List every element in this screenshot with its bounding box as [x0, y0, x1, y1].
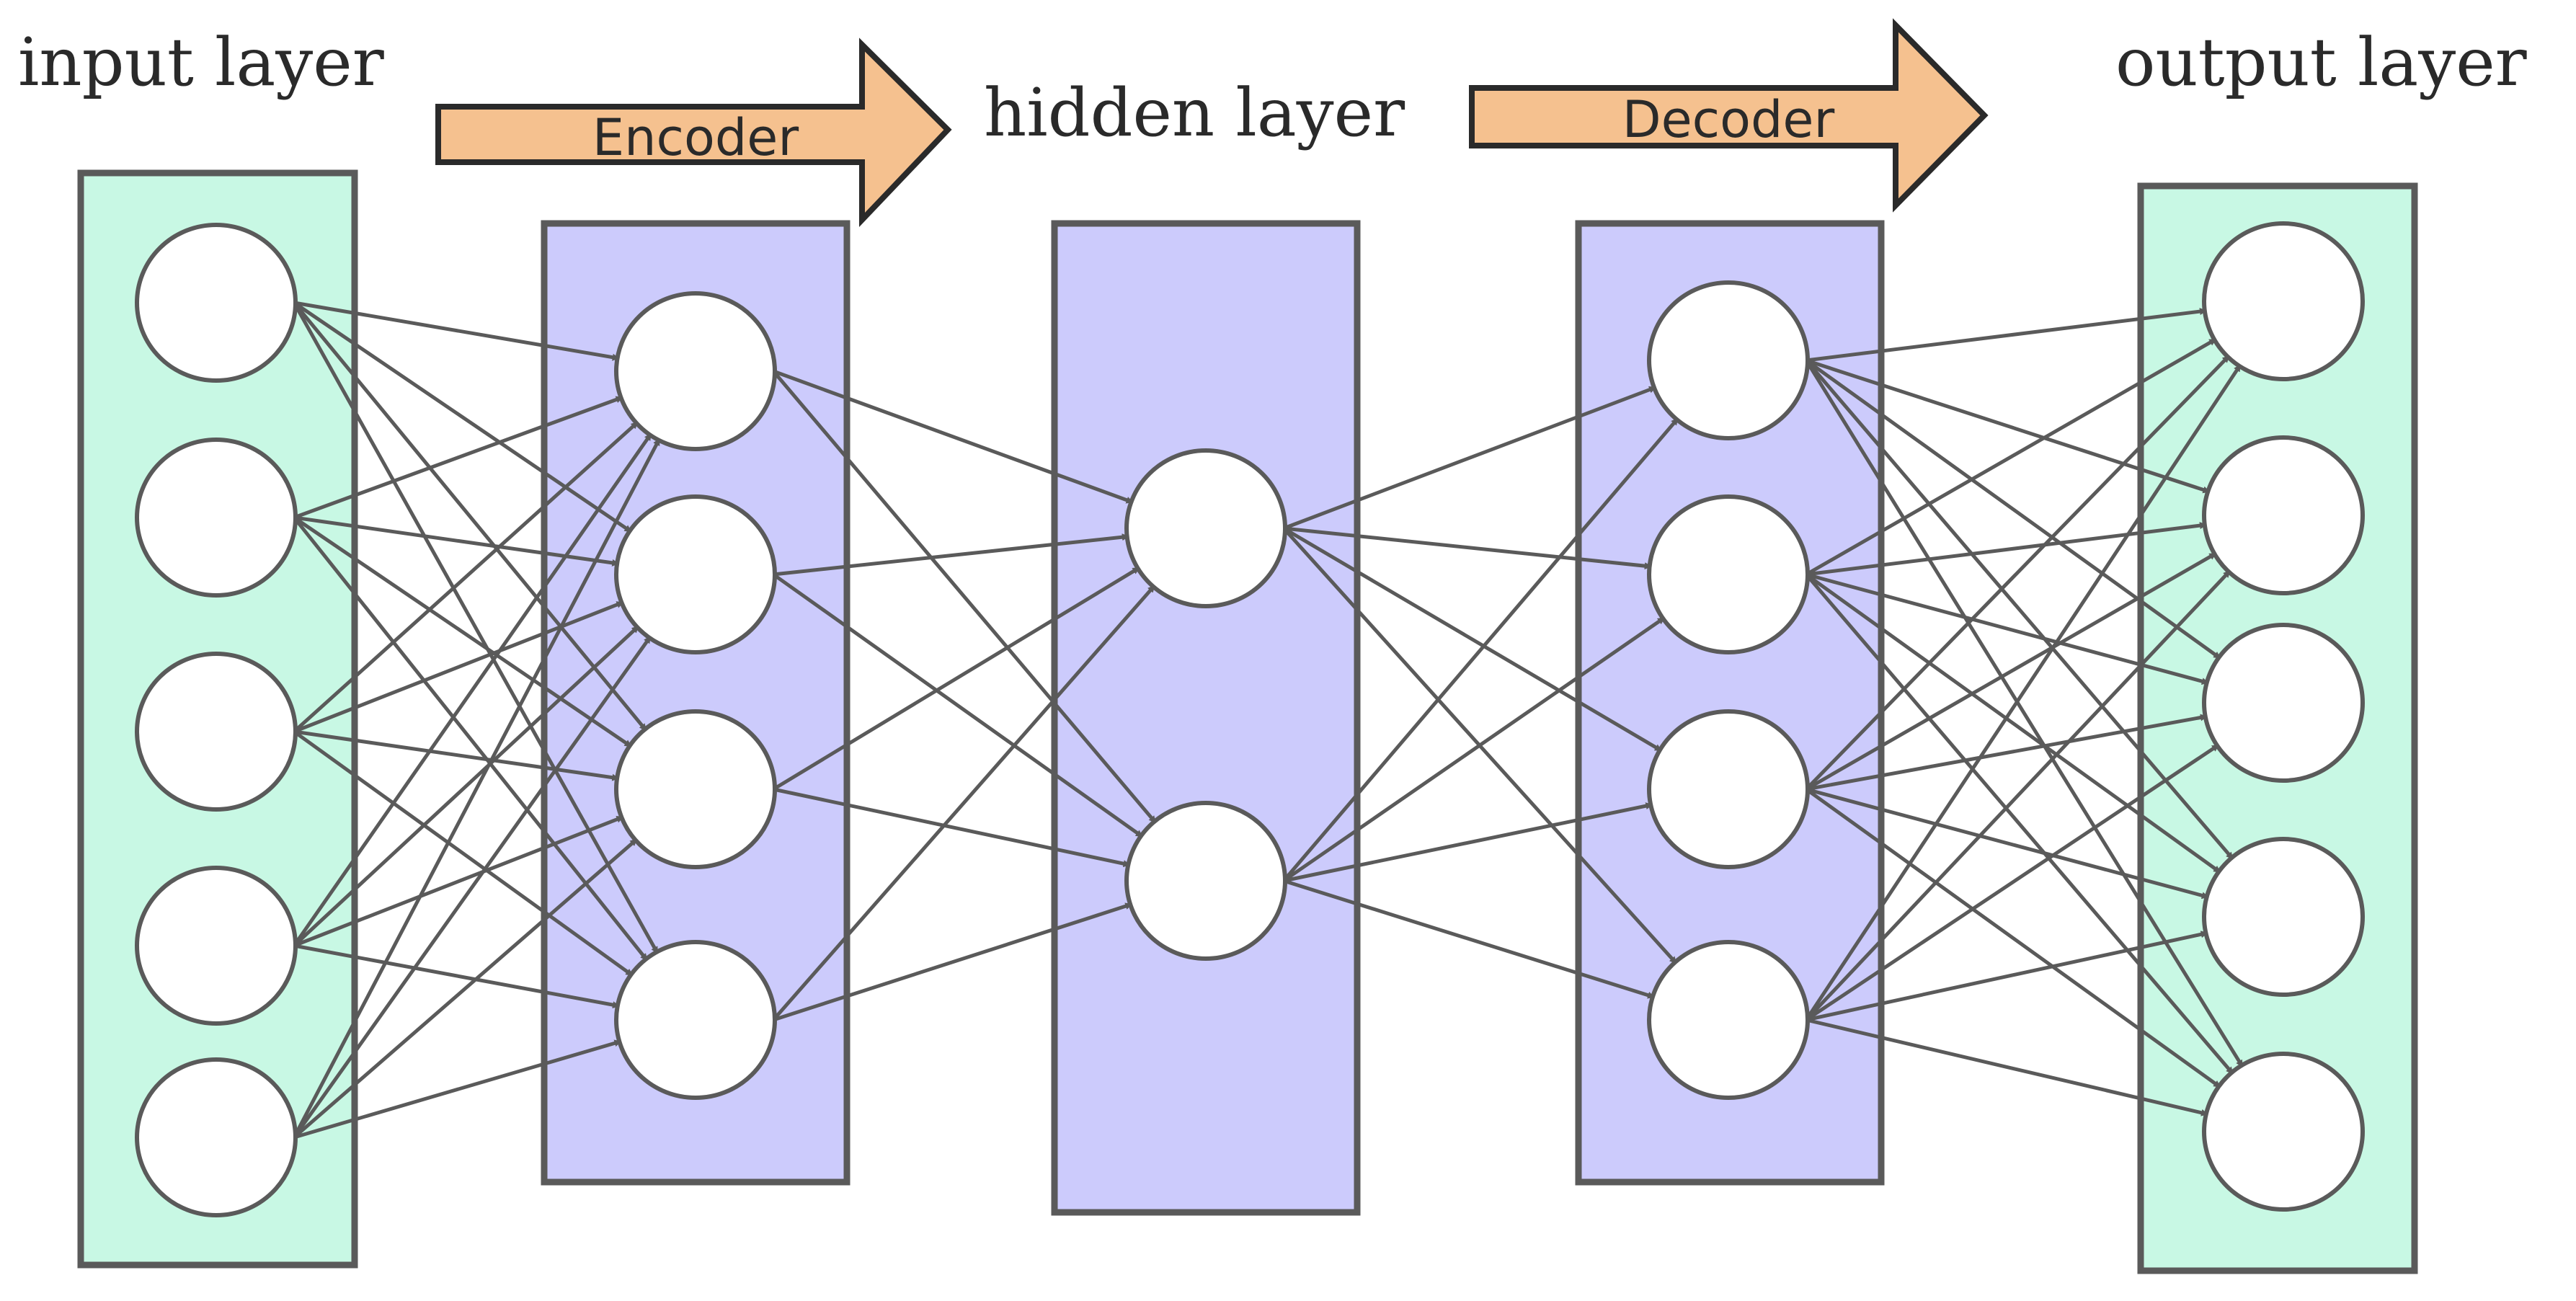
- connection-input-5-to-encoder-hidden-4: [293, 1039, 622, 1140]
- connection-decoder-hidden-2-to-output-4: [1805, 572, 2221, 874]
- input-neuron-5: [135, 1057, 298, 1217]
- connections: [292, 301, 2244, 1140]
- bottleneck-layer-box: [1051, 220, 1361, 1216]
- connection-input-5-to-encoder-hidden-2: [292, 635, 652, 1139]
- connection-decoder-hidden-4-to-output-5: [1806, 1018, 2209, 1116]
- connection-encoder-hidden-3-to-bottleneck-2: [773, 787, 1131, 868]
- input-neuron-1: [135, 223, 298, 383]
- connection-decoder-hidden-1-to-output-5: [1804, 359, 2244, 1068]
- connection-input-4-to-encoder-hidden-2: [293, 625, 640, 947]
- connection-input-5-to-encoder-hidden-3: [293, 838, 639, 1139]
- connection-encoder-hidden-1-to-bottleneck-2: [772, 370, 1158, 824]
- connection-decoder-hidden-3-to-output-5: [1805, 787, 2221, 1089]
- neurons: [135, 221, 2365, 1217]
- bottleneck-neuron-2: [1124, 801, 1287, 961]
- connection-input-3-to-encoder-hidden-1: [293, 420, 639, 733]
- layer-backgrounds: [77, 169, 2418, 1274]
- connection-input-1-to-encoder-hidden-2: [293, 301, 633, 533]
- encoder-hidden-neuron-4: [614, 940, 777, 1100]
- output-neuron-2: [2202, 435, 2365, 595]
- connection-input-2-to-encoder-hidden-1: [293, 395, 623, 520]
- connection-encoder-hidden-1-to-bottleneck-1: [773, 369, 1134, 505]
- connection-bottleneck-1-to-decoder-hidden-1: [1283, 386, 1657, 530]
- connection-bottleneck-2-to-decoder-hidden-1: [1282, 417, 1679, 882]
- input-layer-label: input layer: [18, 24, 384, 101]
- connection-decoder-hidden-4-to-output-2: [1805, 569, 2231, 1021]
- connection-input-3-to-encoder-hidden-3: [293, 729, 620, 781]
- encoder-arrow-shape: [435, 37, 952, 228]
- connection-decoder-hidden-4-to-output-3: [1805, 743, 2220, 1022]
- decoder-hidden-neuron-3: [1647, 709, 1810, 869]
- connection-decoder-hidden-1-to-output-4: [1805, 359, 2234, 861]
- input-neuron-2: [135, 438, 298, 598]
- decoder-hidden-neuron-1: [1647, 280, 1810, 440]
- connection-input-4-to-encoder-hidden-4: [293, 943, 620, 1009]
- hidden-layer-label: hidden layer: [984, 74, 1405, 151]
- connection-decoder-hidden-3-to-output-1: [1805, 354, 2231, 791]
- connection-encoder-hidden-2-to-bottleneck-2: [772, 572, 1144, 838]
- decoder-hidden-neuron-4: [1647, 940, 1810, 1100]
- encoder-hidden-neuron-2: [614, 494, 777, 654]
- input-neuron-3: [135, 652, 298, 812]
- decoder-arrow: Decoder: [1469, 18, 1989, 213]
- connection-decoder-hidden-1-to-output-1: [1806, 308, 2208, 363]
- connection-decoder-hidden-2-to-output-1: [1805, 337, 2217, 577]
- connection-bottleneck-2-to-decoder-hidden-2: [1282, 616, 1666, 883]
- input-neuron-4: [135, 866, 298, 1026]
- connection-encoder-hidden-2-to-bottleneck-1: [773, 533, 1129, 577]
- connection-bottleneck-1-to-decoder-hidden-3: [1282, 526, 1663, 752]
- decoder-arrow-shape: [1469, 18, 1989, 213]
- connection-bottleneck-2-to-decoder-hidden-3: [1283, 802, 1653, 883]
- decoder-arrow-label: Decoder: [1622, 90, 1835, 149]
- connection-input-2-to-encoder-hidden-3: [293, 515, 633, 748]
- encoder-arrow: Encoder: [435, 37, 952, 228]
- connection-input-3-to-encoder-hidden-4: [293, 729, 634, 977]
- output-neuron-1: [2202, 221, 2365, 381]
- connection-encoder-hidden-4-to-bottleneck-1: [772, 584, 1156, 1021]
- connection-encoder-hidden-3-to-bottleneck-1: [772, 566, 1140, 791]
- encoder-hidden-neuron-1: [614, 291, 777, 451]
- connection-decoder-hidden-3-to-output-4: [1806, 787, 2209, 900]
- connection-decoder-hidden-1-to-output-3: [1805, 358, 2221, 660]
- connection-decoder-hidden-4-to-output-1: [1804, 363, 2242, 1021]
- connection-encoder-hidden-4-to-bottleneck-2: [773, 902, 1133, 1022]
- connection-decoder-hidden-3-to-output-2: [1805, 551, 2217, 791]
- connection-input-5-to-encoder-hidden-1: [292, 438, 662, 1139]
- encoder-arrow-label: Encoder: [592, 108, 799, 167]
- connection-bottleneck-2-to-decoder-hidden-4: [1283, 879, 1656, 999]
- connection-input-4-to-encoder-hidden-1: [292, 432, 653, 947]
- connection-input-2-to-encoder-hidden-4: [293, 516, 649, 962]
- connection-input-3-to-encoder-hidden-2: [293, 600, 624, 734]
- connection-input-1-to-encoder-hidden-3: [293, 301, 648, 732]
- connection-bottleneck-1-to-decoder-hidden-2: [1283, 526, 1652, 570]
- connection-decoder-hidden-2-to-output-5: [1805, 573, 2234, 1075]
- output-layer-label: output layer: [2115, 24, 2527, 101]
- connection-decoder-hidden-4-to-output-4: [1806, 931, 2208, 1022]
- output-neuron-5: [2202, 1052, 2365, 1212]
- encoder-hidden-neuron-3: [614, 709, 777, 869]
- connection-decoder-hidden-3-to-output-3: [1806, 714, 2208, 791]
- connection-input-1-to-encoder-hidden-4: [292, 301, 659, 954]
- connection-input-1-to-encoder-hidden-1: [293, 301, 620, 361]
- output-neuron-3: [2202, 623, 2365, 783]
- bottleneck-neuron-1: [1124, 448, 1287, 608]
- decoder-hidden-neuron-2: [1647, 494, 1810, 654]
- connection-decoder-hidden-1-to-output-2: [1806, 358, 2211, 494]
- connection-decoder-hidden-2-to-output-2: [1806, 522, 2208, 577]
- output-neuron-4: [2202, 837, 2365, 997]
- connection-input-4-to-encoder-hidden-3: [293, 815, 624, 948]
